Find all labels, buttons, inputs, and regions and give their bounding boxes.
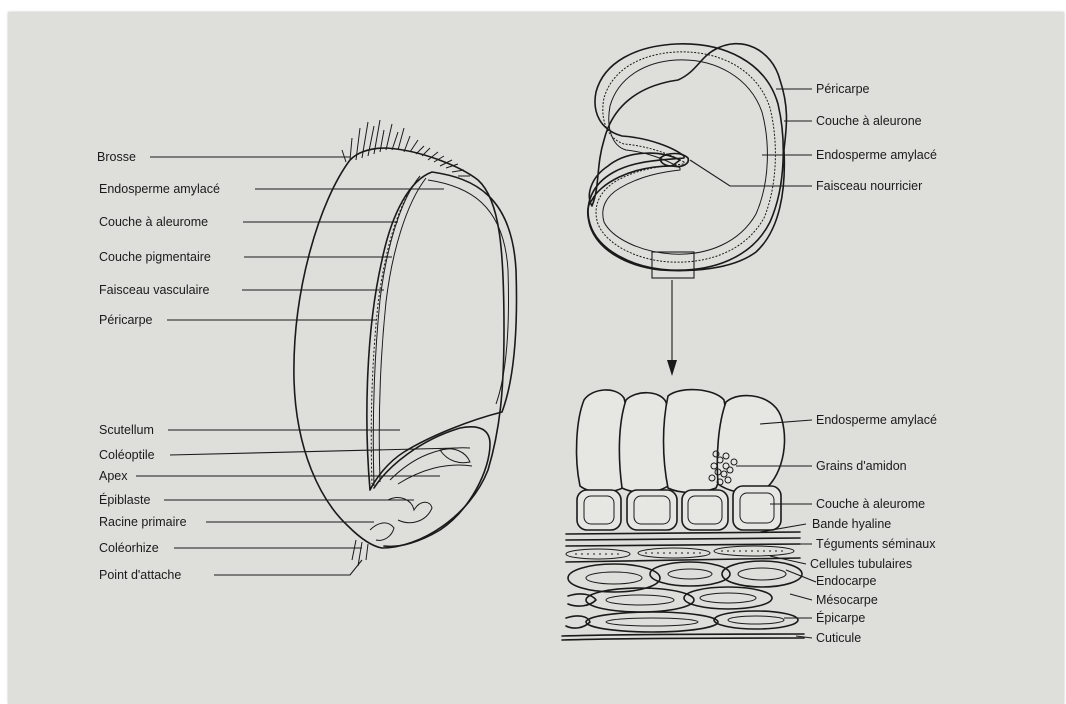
cuticle-line [562,634,804,640]
label-detail-endocarpe: Endocarpe [816,574,877,588]
endocarp-layer [568,561,802,592]
label-section-pericarpe: Péricarpe [816,82,870,96]
label-pigmentaire: Couche pigmentaire [99,250,211,264]
label-epiblaste: Épiblaste [99,492,150,507]
label-detail-aleurome: Couche à aleurome [816,497,925,511]
label-endosperme: Endosperme amylacé [99,182,220,196]
grain-labels: Brosse Endosperme amylacé Couche à aleur… [97,150,220,582]
label-detail-teguments: Téguments séminaux [816,537,936,551]
label-detail-hyaline: Bande hyaline [812,517,891,531]
label-pericarpe: Péricarpe [99,313,153,327]
label-brosse: Brosse [97,150,136,164]
mesocarp-inner [606,593,756,605]
label-detail-epicarpe: Épicarpe [816,610,865,625]
label-detail-cuticule: Cuticule [816,631,861,645]
detail-labels: Endosperme amylacé Grains d'amidon Couch… [810,413,937,645]
label-section-aleurone: Couche à aleurone [816,114,922,128]
label-coleorhize: Coléorhize [99,541,159,555]
grain-longitudinal-drawing [294,120,517,566]
apex-curve [440,449,470,463]
label-attache: Point d'attache [99,568,181,582]
pigment-line-2 [379,178,426,482]
label-apex: Apex [99,469,128,483]
section-leader-lines [690,89,812,186]
vascular-line [371,182,416,484]
zoom-arrowhead [667,360,677,376]
endocarp-inner [586,568,786,584]
label-detail-grains: Grains d'amidon [816,459,907,473]
endosperm-cell-4 [717,396,784,494]
label-section-endosperme: Endosperme amylacé [816,148,937,162]
label-detail-endosperme: Endosperme amylacé [816,413,937,427]
epicarp-inner [606,616,784,626]
label-racine: Racine primaire [99,515,187,529]
aleurone-line [428,180,509,404]
embryo-outline [374,427,490,547]
brush-hairs [342,120,470,176]
epicarp-layer [566,611,798,632]
tubular-cells [566,546,794,559]
label-detail-mesocarpe: Mésocarpe [816,593,878,607]
label-vasculaire: Faisceau vasculaire [99,283,210,297]
hyaline-band [566,532,800,540]
label-coleoptile: Coléoptile [99,448,155,462]
endosperm-outline [367,172,517,490]
epiblast-curve [388,498,432,523]
zoom-box [652,252,694,278]
tissue-detail [562,390,804,640]
label-section-faisceau: Faisceau nourricier [816,179,922,193]
label-scutellum: Scutellum [99,423,154,437]
label-detail-tubulaires: Cellules tubulaires [810,557,912,571]
cross-section-ring-inner2 [603,60,768,254]
grain-cross-section [588,44,787,376]
root-curve [370,523,394,540]
label-aleurome: Couche à aleurome [99,215,208,229]
section-labels: Péricarpe Couche à aleurone Endosperme a… [816,82,937,193]
